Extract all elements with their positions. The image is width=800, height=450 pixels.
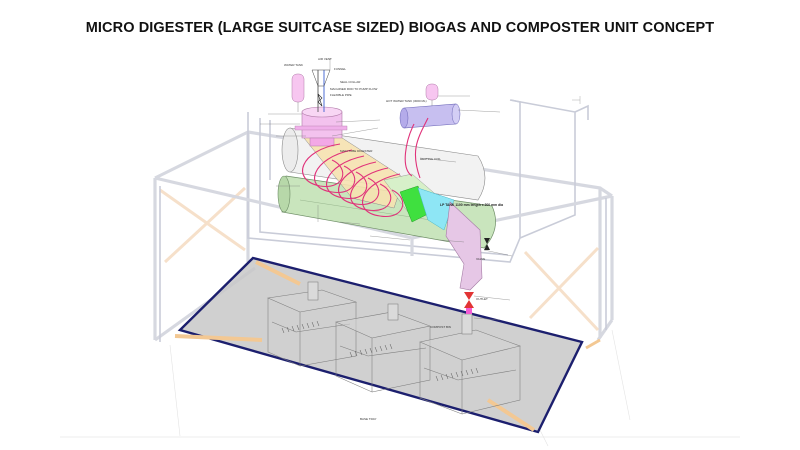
feed-tank bbox=[294, 69, 348, 147]
annotations: WATER TANK AIR VENT FUNNEL SEAL COLLAR M… bbox=[284, 57, 503, 421]
main-digester-tube bbox=[277, 175, 496, 249]
page-title: MICRO DIGESTER (LARGE SUITCASE SIZED) BI… bbox=[85, 20, 715, 36]
label-heating-coil: HEATING COIL bbox=[420, 157, 441, 161]
water-tank bbox=[291, 73, 305, 112]
label-valve: VALVE bbox=[476, 257, 485, 261]
base-tray bbox=[174, 256, 601, 434]
valves bbox=[464, 238, 490, 314]
frame-bracing bbox=[159, 186, 600, 332]
label-base-tray: BASE TRAY bbox=[360, 417, 377, 421]
label-lp-tank: LP TANK 1100 mm length x 200 mm dia bbox=[440, 203, 503, 207]
label-flexible-pipe: FLEXIBLE PIPE bbox=[330, 93, 352, 97]
small-tank bbox=[425, 83, 439, 110]
label-hot-water-tank: HOT WATER TANK (3000 ML) bbox=[386, 99, 427, 103]
label-machined-rod: MACHINED ROD TO PUMP FLOW bbox=[330, 87, 378, 91]
label-outlet: OUTLET bbox=[476, 297, 488, 301]
label-air-vent: AIR VENT bbox=[318, 57, 332, 61]
hot-water-tank bbox=[399, 103, 461, 129]
bin-hatching bbox=[281, 320, 479, 382]
label-compost-bin: COMPOST BIN bbox=[430, 325, 451, 329]
cyan-segment bbox=[417, 187, 455, 231]
heating-coil bbox=[302, 117, 429, 217]
label-seal-collar: SEAL COLLAR bbox=[340, 80, 361, 84]
compost-bins bbox=[267, 281, 521, 415]
right-markers bbox=[572, 96, 581, 104]
label-funnel: FUNNEL bbox=[334, 67, 346, 71]
dimension-lines bbox=[260, 58, 513, 321]
label-main-tube: MAIN TUBE DIGESTER bbox=[340, 149, 373, 153]
label-water-tank: WATER TANK bbox=[284, 63, 303, 67]
